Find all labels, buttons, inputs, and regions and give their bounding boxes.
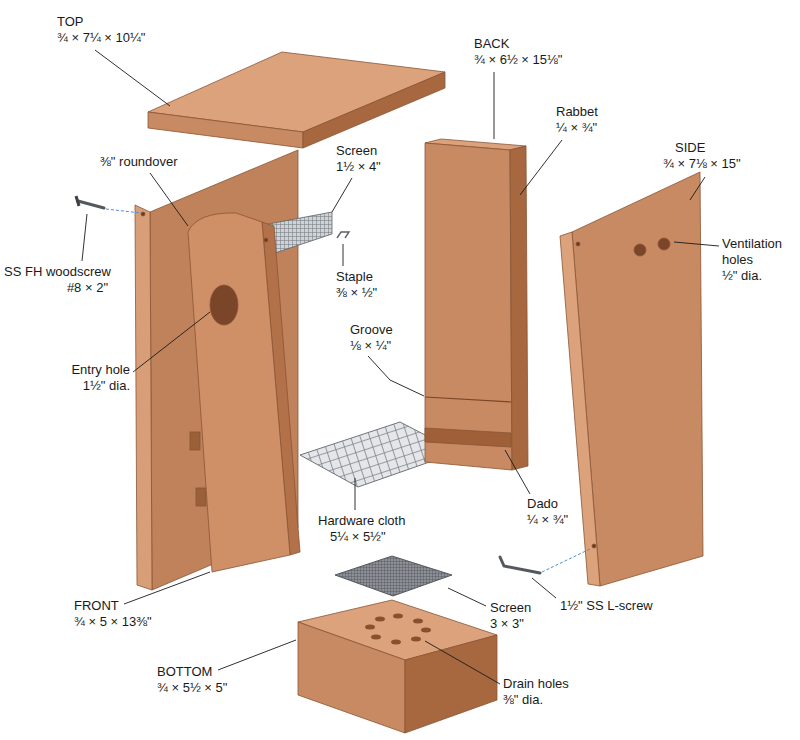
dimension: ¾ × 5 × 13⅜": [74, 614, 152, 630]
dimension: ¾ × 7¼ × 10¼": [57, 30, 145, 46]
part-name: 1½" SS L-screw: [560, 598, 653, 614]
screws: [76, 196, 590, 573]
feature-name: Groove: [350, 322, 393, 338]
dimension: ¾ × 6½ × 15⅛": [474, 52, 562, 68]
dimension: #8 × 2": [67, 280, 108, 296]
dimension: ⅜ × ½": [336, 285, 377, 301]
left-side-panel: [135, 150, 298, 590]
dimension: ⅜" dia.: [503, 692, 543, 708]
feature-name: Ventilation holes: [722, 236, 796, 268]
dimension: ¼ × ¾": [527, 512, 568, 528]
part-name: FRONT: [74, 598, 119, 614]
part-name: Screen: [336, 143, 377, 159]
leader-lines: [82, 50, 719, 684]
bottom-board: [298, 600, 497, 733]
back-panel: [425, 139, 528, 470]
part-name: SIDE: [675, 140, 705, 156]
front-panel: [188, 213, 300, 572]
part-name: Hardware cloth: [318, 513, 405, 529]
dimension: ½" dia.: [722, 268, 762, 284]
right-side-panel: [560, 172, 703, 586]
feature-name: Drain holes: [503, 676, 569, 692]
part-name: Screen: [490, 600, 531, 616]
dimension: ¾ × 7⅛ × 15": [663, 156, 741, 172]
part-name: BACK: [474, 36, 509, 52]
part-name: TOP: [57, 14, 84, 30]
dimension: ¼ × ¾": [556, 120, 597, 136]
dimension: 5¼ × 5½": [330, 529, 386, 545]
feature-name: Entry hole: [71, 362, 130, 378]
feature-name: Dado: [527, 496, 558, 512]
dimension: ⅛ × ¼": [350, 338, 391, 354]
dimension: 1½" dia.: [83, 378, 130, 394]
floor-screen: [335, 556, 452, 596]
part-name: BOTTOM: [157, 664, 212, 680]
feature-name: Rabbet: [556, 104, 598, 120]
top-board: [148, 52, 445, 148]
feature-name: ⅜" roundover: [100, 154, 178, 170]
part-name: Staple: [336, 269, 373, 285]
dimension: 3 × 3": [490, 616, 524, 632]
part-name: SS FH woodscrew: [4, 264, 111, 280]
dimension: ¾ × 5½ × 5": [157, 680, 227, 696]
dimension: 1½ × 4": [336, 159, 381, 175]
